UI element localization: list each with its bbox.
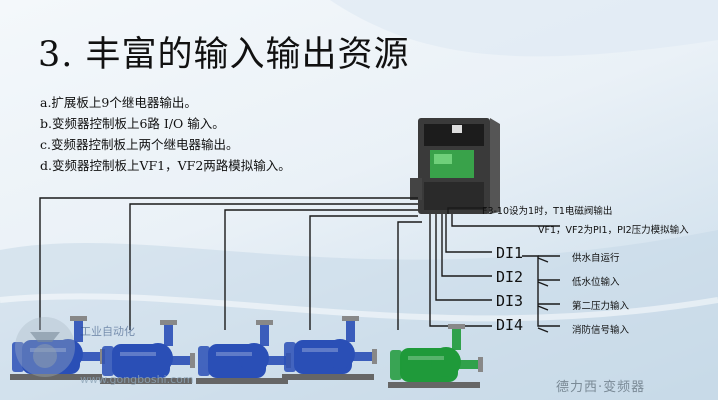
di1-desc: 供水自运行 bbox=[572, 253, 620, 264]
di4-desc: 消防信号输入 bbox=[572, 325, 630, 336]
feature-item: c.变频器控制板上两个继电器输出。 bbox=[40, 137, 239, 152]
pump-icon bbox=[388, 324, 483, 388]
inverter-unit-icon bbox=[410, 118, 500, 214]
pump-icon bbox=[282, 316, 377, 380]
page-title: 3. 丰富的输入输出资源 bbox=[38, 35, 410, 75]
watermark-text: 工业自动化 bbox=[80, 325, 135, 338]
watermark-url: www.gongboshi.com bbox=[80, 373, 194, 386]
di4-label: DI4 bbox=[496, 316, 524, 334]
di2-desc: 低水位输入 bbox=[572, 277, 620, 288]
switch-icons bbox=[537, 257, 549, 333]
di2-label: DI2 bbox=[496, 268, 524, 286]
watermark-logo-icon bbox=[15, 317, 75, 377]
brand-name: 德力西·变频器 bbox=[556, 380, 646, 395]
di1-label: DI1 bbox=[496, 244, 524, 262]
vf-annotation: VF1，VF2为PI1，PI2压力模拟输入 bbox=[538, 225, 689, 236]
feature-item: d.变频器控制板上VF1，VF2两路模拟输入。 bbox=[40, 158, 291, 173]
f3-annotation: F3-10设为1时，T1电磁阀输出 bbox=[482, 206, 613, 217]
di3-desc: 第二压力输入 bbox=[572, 301, 630, 312]
feature-item: b.变频器控制板上6路 I/O 输入。 bbox=[40, 116, 225, 131]
feature-list: a.扩展板上9个继电器输出。 b.变频器控制板上6路 I/O 输入。 c.变频器… bbox=[40, 92, 291, 176]
pump-icon bbox=[196, 320, 291, 384]
feature-item: a.扩展板上9个继电器输出。 bbox=[40, 95, 197, 110]
di3-label: DI3 bbox=[496, 292, 524, 310]
